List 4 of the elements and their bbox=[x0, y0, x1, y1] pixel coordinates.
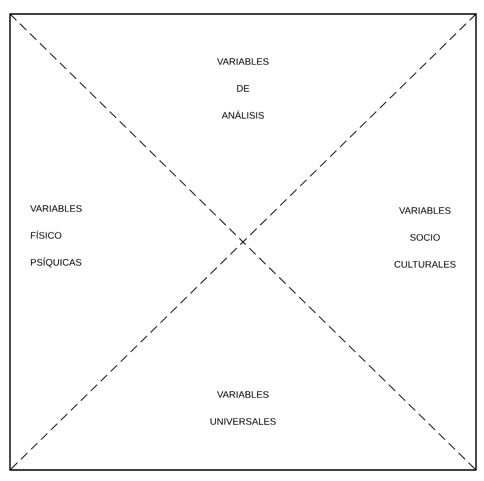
quadrant-label: VARIABLES DE ANÁLISIS bbox=[217, 58, 269, 119]
quadrant-label: VARIABLES SOCIO CULTURALES bbox=[394, 207, 456, 268]
quadrant-label: VARIABLES UNIVERSALES bbox=[210, 391, 276, 425]
quadrant-label: VARIABLES FÍSICO PSÍQUICAS bbox=[30, 205, 82, 268]
